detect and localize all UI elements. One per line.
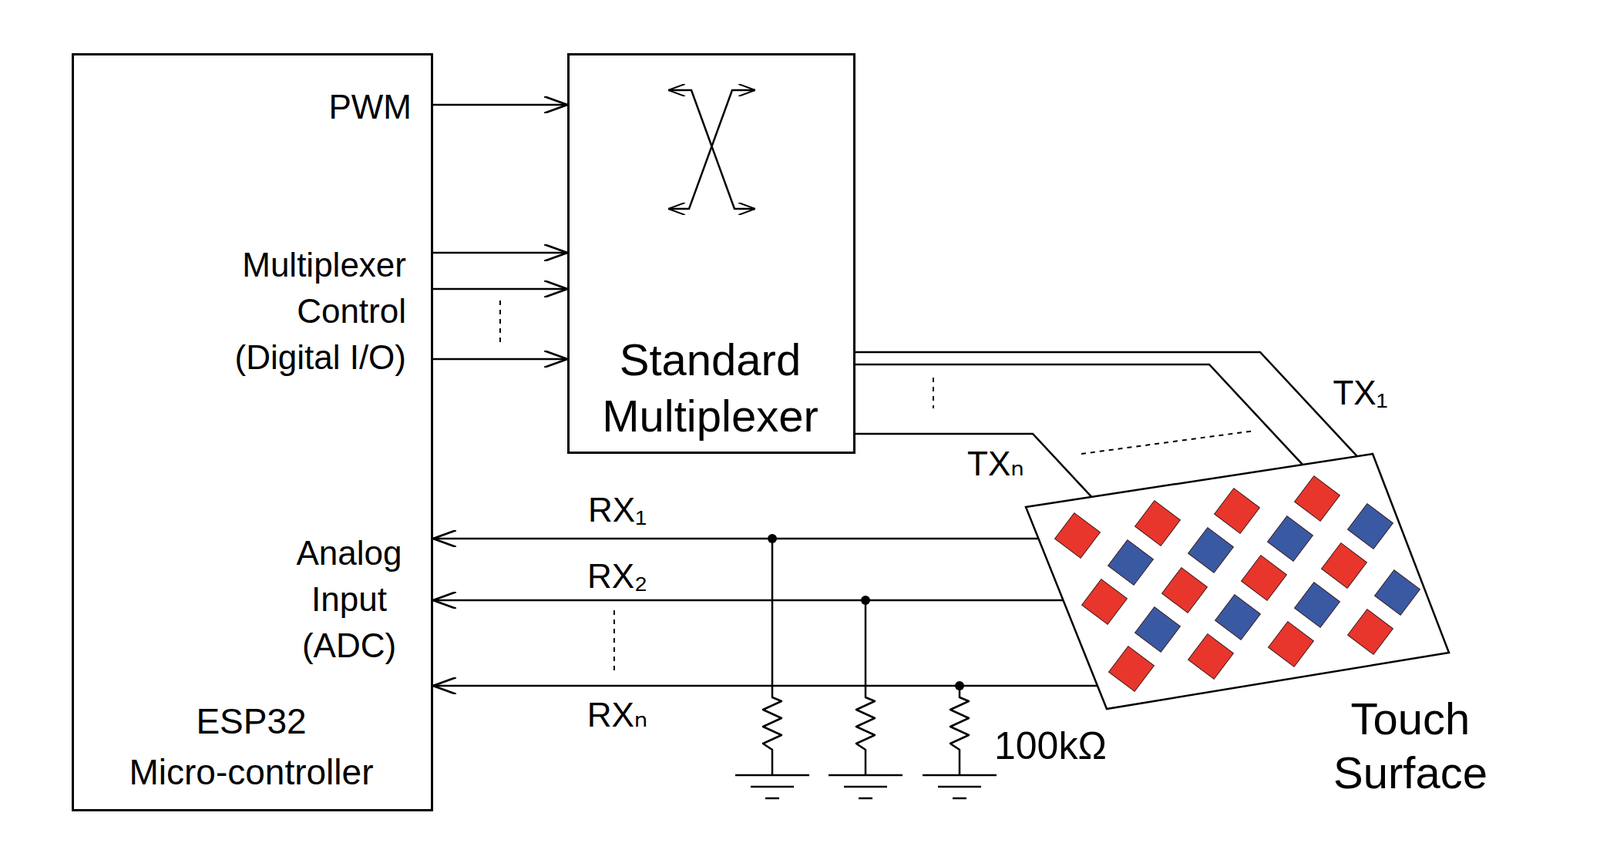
- text-line: (ADC): [287, 622, 411, 669]
- text-slot: Standard Multiplexer: [569, 331, 851, 444]
- ground-symbol: [735, 775, 810, 799]
- electrode: [1162, 568, 1208, 614]
- label-slot: 100kΩ: [994, 723, 1107, 769]
- resistor-symbol: [856, 600, 875, 776]
- electrode: [1188, 527, 1234, 574]
- ground-symbol: [922, 775, 997, 799]
- dashed-line: [613, 610, 616, 674]
- electrode: [1267, 516, 1314, 562]
- label-slot: TX₁: [1330, 373, 1390, 414]
- electrode: [1188, 634, 1234, 680]
- text-slot: PWM: [257, 85, 412, 129]
- electrode: [1268, 621, 1315, 668]
- text-slot: ESP32 Micro-controller: [73, 695, 429, 798]
- label-slot: TXₙ: [964, 443, 1027, 485]
- text-line: Touch: [1325, 692, 1496, 747]
- electrode: [1082, 579, 1128, 626]
- pin-label: PWM: [257, 85, 412, 129]
- signal-wire: [433, 104, 568, 107]
- switch-arrow: [668, 90, 756, 209]
- ground-symbol: [828, 775, 903, 799]
- continuation-dashes: [500, 300, 1255, 674]
- pin-label: Multiplexer Control (Digital I/O): [213, 242, 407, 381]
- microcontroller-box: PWM Multiplexer Control (Digital I/O) Anal…: [71, 53, 434, 812]
- resistor-symbol: [950, 685, 969, 776]
- electrode: [1321, 543, 1368, 589]
- signal-name: TXₙ: [964, 443, 1027, 485]
- signal-wire: [433, 599, 1063, 602]
- surface-outline-shape: [1025, 453, 1449, 710]
- multiplexer-box: Standard Multiplexer: [567, 53, 856, 454]
- text-line: Multiplexer: [569, 387, 851, 444]
- electrode: [1214, 488, 1261, 535]
- electrode: [1215, 594, 1261, 641]
- electrode: [1347, 609, 1394, 656]
- resistor-value: 100kΩ: [994, 723, 1107, 769]
- text-line: ESP32: [73, 695, 429, 747]
- signal-wire: [855, 364, 1303, 465]
- box-title: ESP32 Micro-controller: [73, 695, 429, 798]
- part-name: Touch Surface: [1325, 692, 1496, 800]
- signal-name: RXₙ: [584, 695, 651, 736]
- electrode: [1294, 582, 1341, 629]
- dashed-line: [932, 377, 935, 409]
- pull-down-resistors: [735, 538, 997, 799]
- signal-wire: [433, 252, 568, 255]
- text-line: Surface: [1325, 746, 1496, 800]
- tx-electrodes: [1055, 476, 1394, 693]
- electrode: [1055, 513, 1101, 559]
- label-slot: RX₂: [584, 556, 650, 597]
- signal-name: RX₁: [585, 490, 649, 531]
- electrode: [1347, 504, 1394, 550]
- label-slot: RXₙ: [584, 695, 651, 736]
- signal-wire: [433, 358, 568, 361]
- dashed-line: [499, 300, 501, 347]
- electrode: [1241, 555, 1288, 602]
- resistor-symbol: [763, 538, 782, 776]
- box-title: Standard Multiplexer: [569, 331, 851, 444]
- electrode-pattern: [1055, 476, 1421, 693]
- electrode: [1374, 570, 1421, 616]
- mux-switch-symbol: [668, 90, 756, 209]
- text-slot: Multiplexer Control (Digital I/O): [213, 242, 407, 381]
- electrode: [1135, 500, 1181, 547]
- electrode: [1294, 476, 1341, 522]
- signal-name: RX₂: [584, 556, 650, 597]
- pin-label: Analog Input (ADC): [287, 530, 411, 669]
- label-slot: RX₁: [585, 490, 649, 531]
- signal-wire: [855, 352, 1358, 457]
- signal-wire: [433, 537, 1039, 541]
- rx-electrodes: [1108, 504, 1421, 653]
- signal-name: TX₁: [1330, 373, 1390, 414]
- text-slot: Analog Input (ADC): [287, 530, 411, 669]
- text-line: Analog: [287, 530, 411, 577]
- text-slot: Touch Surface: [1325, 692, 1496, 800]
- switch-arrow: [668, 90, 756, 209]
- text-line: Standard: [569, 331, 851, 388]
- signal-wire: [433, 288, 568, 291]
- electrode: [1135, 607, 1181, 653]
- electrode: [1109, 646, 1155, 693]
- text-line: Input: [287, 576, 411, 623]
- signal-wire: [855, 433, 1092, 498]
- dashed-line: [1081, 430, 1255, 454]
- electrode: [1108, 540, 1154, 586]
- text-line: PWM: [257, 85, 412, 129]
- junction-dots: [767, 534, 965, 691]
- signal-wire: [433, 685, 1098, 688]
- text-line: Micro-controller: [73, 746, 429, 798]
